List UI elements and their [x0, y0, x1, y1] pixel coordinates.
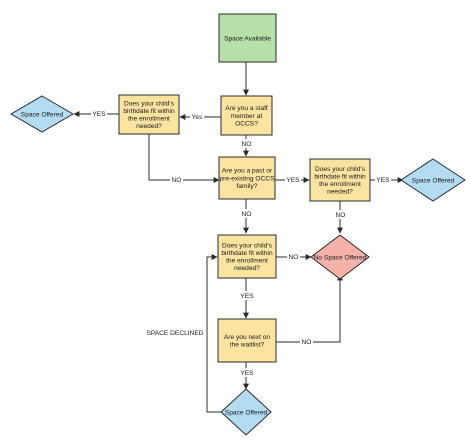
no-space-offered-label: No Space Offered: [314, 254, 367, 261]
label-no-right: NO: [336, 212, 346, 219]
node-space-available: Space Available: [218, 13, 277, 63]
node-label-line: birthdate fit within: [314, 174, 366, 181]
label-yes-left: YES: [92, 111, 106, 118]
node-label-line: Does your child's: [222, 242, 273, 249]
label-no-past: NO: [242, 211, 252, 218]
edge-labels: Yes YES NO NO YES YES NO NO NO YES NO YE…: [91, 109, 391, 377]
edge-space-declined: [206, 254, 221, 413]
node-space-offered-left: Space Offered: [10, 95, 74, 133]
node-label-line: OCCS?: [235, 120, 258, 127]
node-label-line: member at: [231, 113, 263, 120]
label-no-staff: NO: [242, 141, 252, 148]
node-label-line: family?: [237, 183, 258, 190]
node-label-line: the waitlist?: [230, 342, 265, 349]
space-available-label: Space Available: [224, 35, 271, 42]
node-label-line: Are you a staff: [225, 105, 268, 112]
space-offered-right-label: Space Offered: [412, 177, 455, 184]
node-label-line: pre-existing OCCS: [220, 175, 276, 182]
node-space-offered-right: Space Offered: [400, 158, 466, 202]
node-label-line: the enrollment: [226, 258, 268, 265]
node-label-line: Are you next on: [224, 334, 271, 341]
node-label-line: the enrollment: [319, 181, 361, 188]
node-label-line: birthdate fit within: [123, 108, 175, 115]
label-space-declined: SPACE DECLINED: [146, 330, 203, 337]
node-label-line: Are you a past or: [222, 168, 273, 175]
edge-waitlist-no: [276, 274, 343, 343]
space-offered-bottom-label: Space Offered: [225, 409, 268, 416]
node-label-line: Space Offered: [412, 177, 455, 184]
label-no-center: NO: [289, 254, 299, 261]
node-label-line: Does your child's: [315, 166, 366, 173]
node-label-line: needed?: [327, 189, 353, 196]
node-space-offered-bottom: Space Offered: [220, 388, 272, 436]
node-label-line: Space Offered: [225, 409, 268, 416]
node-label-line: birthdate fit within: [221, 250, 273, 257]
label-yes-staff: Yes: [192, 114, 203, 121]
space-offered-left-label: Space Offered: [21, 111, 64, 118]
node-label-line: Space Offered: [21, 111, 64, 118]
node-label-line: Does your child's: [124, 100, 175, 107]
label-no-left: NO: [172, 177, 182, 184]
node-label-line: needed?: [234, 265, 260, 272]
node-label-line: the enrollment: [128, 116, 170, 123]
label-yes-right: YES: [376, 177, 390, 184]
label-no-waitlist: NO: [302, 339, 312, 346]
edge-left-no: [148, 134, 220, 183]
label-yes-waitlist: YES: [240, 370, 254, 377]
label-yes-past: YES: [286, 177, 300, 184]
node-label-line: No Space Offered: [314, 254, 367, 261]
node-label-line: Space Available: [224, 35, 271, 42]
node-label-line: needed?: [136, 123, 162, 130]
label-yes-center: YES: [240, 293, 254, 300]
node-no-space-offered: No Space Offered: [310, 234, 370, 280]
